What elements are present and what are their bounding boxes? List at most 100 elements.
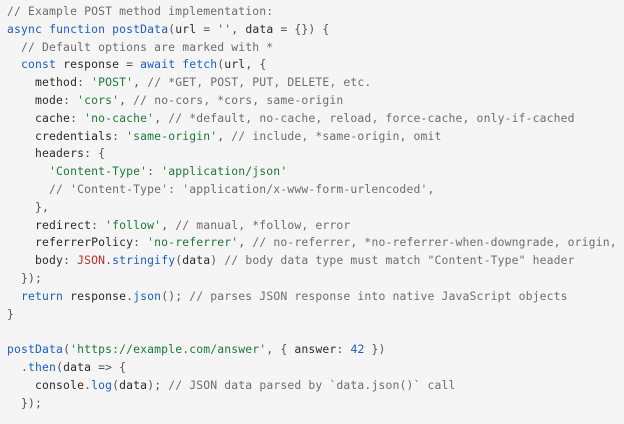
code-token [7, 200, 35, 214]
comment-token: // 'Content-Type': 'application/x-www-fo… [49, 181, 435, 196]
keyword-token: function [49, 21, 106, 36]
comment-token: // body data type must match "Content-Ty… [224, 253, 575, 268]
code-line: .then(data => { [0, 359, 624, 377]
function-token: postData [112, 21, 169, 36]
string-token: 'Content-Type' [49, 164, 148, 179]
code-token: body [7, 253, 64, 268]
punctuation-token: : [77, 75, 85, 90]
code-line: } [0, 306, 624, 324]
punctuation-token: (); [161, 288, 183, 303]
code-token [42, 22, 49, 36]
punctuation-token: , [119, 92, 127, 107]
punctuation-token: {}) { [294, 21, 330, 36]
punctuation-token: , [238, 235, 246, 250]
function-token: postData [7, 342, 64, 357]
code-token: url [175, 21, 204, 36]
punctuation-token: { [119, 359, 127, 374]
punctuation-token: } [7, 306, 15, 321]
string-token: 'POST' [91, 75, 134, 90]
code-token: data [63, 359, 99, 374]
function-token: json [133, 288, 162, 303]
code-line: headers: { [0, 145, 624, 163]
string-token: 'cors' [77, 92, 120, 107]
punctuation-token: , [154, 110, 162, 125]
punctuation-token: , [231, 21, 239, 36]
punctuation-token: : [63, 92, 71, 107]
code-token: console [7, 377, 85, 392]
keyword-token: const [21, 57, 57, 72]
punctuation-token: . [126, 288, 134, 303]
punctuation-token: , [217, 128, 225, 143]
code-token [7, 396, 21, 410]
code-token [7, 289, 21, 303]
punctuation-token: , [133, 75, 141, 90]
code-line: // Default options are marked with * [0, 39, 624, 57]
code-line: const response = await fetch(url, { [0, 56, 624, 74]
code-token: referrerPolicy [7, 235, 134, 250]
punctuation-token: ) [210, 253, 218, 268]
comment-token: // JSON data parsed by `data.json()` cal… [168, 377, 456, 392]
punctuation-token: . [84, 377, 92, 392]
punctuation-token: : [133, 235, 141, 250]
comment-token: // no-cors, *cors, same-origin [133, 92, 344, 107]
punctuation-token: ( [112, 377, 120, 392]
punctuation-token: : [112, 128, 120, 143]
code-token [7, 360, 21, 374]
code-token: url [224, 57, 246, 72]
punctuation-token: : { [84, 146, 106, 161]
code-line: cache: 'no-cache', // *default, no-cache… [0, 110, 624, 128]
comment-token: // *GET, POST, PUT, DELETE, etc. [147, 75, 372, 90]
code-line [0, 323, 624, 341]
code-token [7, 57, 21, 71]
keyword-token: async [7, 21, 43, 36]
punctuation-token: ( [56, 359, 64, 374]
code-line: referrerPolicy: 'no-referrer', // no-ref… [0, 234, 624, 252]
punctuation-token: . [21, 359, 29, 374]
punctuation-token: ( [175, 253, 183, 268]
comment-token: // manual, *follow, error [175, 217, 351, 232]
punctuation-token: ( [63, 342, 71, 357]
punctuation-token: }); [21, 270, 43, 285]
code-line: }, [0, 199, 624, 217]
string-token: 'same-origin' [126, 128, 218, 143]
code-token: answer [287, 342, 337, 357]
string-token: 'follow' [105, 217, 162, 232]
comment-token: // no-referrer, *no-referrer-when-downgr… [252, 235, 624, 250]
string-token: '' [217, 21, 232, 36]
punctuation-token: }) [371, 342, 386, 357]
punctuation-token: ( [217, 57, 225, 72]
comment-token: // Default options are marked with * [21, 39, 274, 54]
string-token: 'https://example.com/answer' [70, 342, 267, 357]
code-line: credentials: 'same-origin', // include, … [0, 128, 624, 146]
punctuation-token: : [91, 217, 99, 232]
number-token: 42 [350, 342, 365, 357]
punctuation-token: }); [21, 395, 43, 410]
function-token: fetch [182, 57, 218, 72]
punctuation-token: . [105, 253, 113, 268]
builtin-token: JSON [77, 253, 106, 268]
comment-token: // Example POST method implementation: [7, 4, 274, 18]
code-token: cache [7, 110, 71, 125]
punctuation-token: = [203, 21, 211, 36]
punctuation-token: , { [245, 57, 267, 72]
code-line: }); [0, 395, 624, 413]
function-token: then [28, 359, 57, 374]
code-line: }); [0, 270, 624, 288]
punctuation-token: }, [35, 199, 50, 214]
code-line: 'Content-Type': 'application/json' [0, 163, 624, 181]
code-line: return response.json(); // parses JSON r… [0, 288, 624, 306]
code-token: headers [7, 146, 85, 161]
code-token [7, 182, 49, 196]
code-token: response [63, 288, 127, 303]
code-line: body: JSON.stringify(data) // body data … [0, 252, 624, 270]
code-line: async function postData(url = '', data =… [0, 21, 624, 39]
comment-token: // parses JSON response into native Java… [189, 288, 568, 303]
punctuation-token: => [98, 359, 113, 374]
code-token: response [56, 57, 127, 72]
punctuation-token: ( [168, 21, 176, 36]
string-token: 'no-cache' [84, 110, 155, 125]
code-line: postData('https://example.com/answer', {… [0, 341, 624, 359]
punctuation-token: : [336, 342, 344, 357]
code-token [7, 40, 21, 54]
